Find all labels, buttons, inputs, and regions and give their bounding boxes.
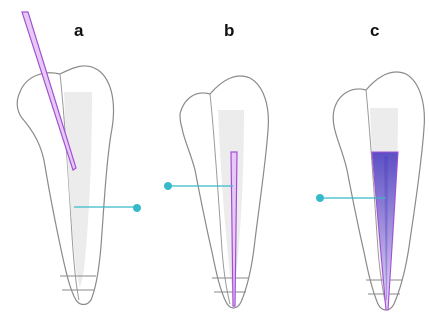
leader-dot-b (164, 182, 172, 190)
panel-a: a (17, 12, 141, 305)
panel-c: c (316, 21, 424, 310)
leader-dot-a (133, 204, 141, 212)
leader-dot-c (316, 194, 324, 202)
panel-c-label: c (370, 21, 379, 40)
panel-b-label: b (224, 21, 234, 40)
panel-b: b (164, 21, 268, 308)
panel-a-label: a (74, 21, 84, 40)
